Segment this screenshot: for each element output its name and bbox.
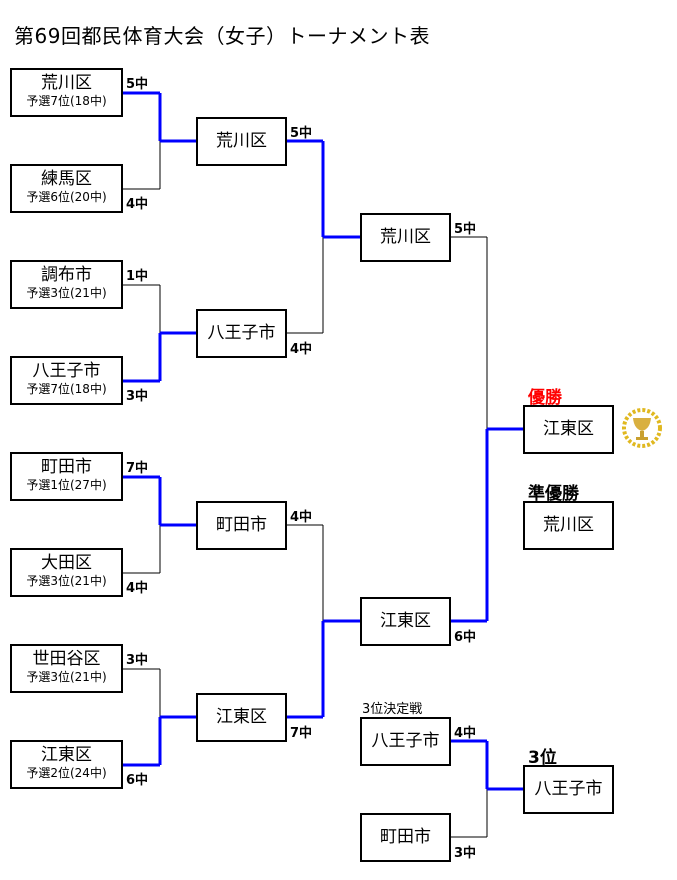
score: 1中 <box>126 269 149 284</box>
score: 3中 <box>126 653 149 668</box>
team-box: 荒川区 <box>196 117 287 166</box>
team-box: 練馬区予選6位(20中) <box>10 164 123 213</box>
score: 4中 <box>290 510 313 525</box>
team-box: 八王子市予選7位(18中) <box>10 356 123 405</box>
third-place-label: 3位 <box>528 748 557 768</box>
team-name: 練馬区 <box>41 169 92 189</box>
team-name: 荒川区 <box>41 73 92 93</box>
score: 4中 <box>290 342 313 357</box>
champion-label: 優勝 <box>528 388 562 408</box>
team-box: 世田谷区予選3位(21中) <box>10 644 123 693</box>
team-name: 大田区 <box>41 553 92 573</box>
team-box: 荒川区予選7位(18中) <box>10 68 123 117</box>
team-box: 調布市予選3位(21中) <box>10 260 123 309</box>
team-seed: 予選7位(18中) <box>26 94 107 108</box>
score: 3中 <box>454 846 477 861</box>
team-name: 江東区 <box>41 745 92 765</box>
score: 4中 <box>454 726 477 741</box>
team-name: 世田谷区 <box>32 649 101 669</box>
score: 5中 <box>290 126 313 141</box>
team-box: 江東区 <box>196 693 287 742</box>
runnerup-box: 荒川区 <box>523 501 614 550</box>
team-box: 大田区予選3位(21中) <box>10 548 123 597</box>
team-box: 八王子市 <box>360 717 451 766</box>
third-place-match-label: 3位決定戦 <box>362 702 423 717</box>
team-seed: 予選6位(20中) <box>26 190 107 204</box>
runnerup-label: 準優勝 <box>528 484 579 504</box>
team-box: 江東区 <box>360 597 451 646</box>
team-box: 町田市 <box>196 501 287 550</box>
team-seed: 予選3位(21中) <box>26 574 107 588</box>
team-seed: 予選2位(24中) <box>26 766 107 780</box>
page-title: 第69回都民体育大会（女子）トーナメント表 <box>14 24 430 48</box>
team-box: 江東区予選2位(24中) <box>10 740 123 789</box>
score: 5中 <box>454 222 477 237</box>
trophy-icon <box>622 408 662 448</box>
team-seed: 予選7位(18中) <box>26 382 107 396</box>
score: 4中 <box>126 197 149 212</box>
champion-box: 江東区 <box>523 405 614 454</box>
team-name: 調布市 <box>41 265 92 285</box>
score: 7中 <box>126 461 149 476</box>
team-box: 町田市予選1位(27中) <box>10 452 123 501</box>
team-name: 八王子市 <box>32 361 101 381</box>
team-box: 荒川区 <box>360 213 451 262</box>
score: 6中 <box>126 773 149 788</box>
team-name: 町田市 <box>41 457 92 477</box>
team-box: 町田市 <box>360 813 451 862</box>
score: 6中 <box>454 630 477 645</box>
team-box: 八王子市 <box>196 309 287 358</box>
team-seed: 予選1位(27中) <box>26 478 107 492</box>
team-seed: 予選3位(21中) <box>26 670 107 684</box>
score: 5中 <box>126 77 149 92</box>
third-place-box: 八王子市 <box>523 765 614 814</box>
team-seed: 予選3位(21中) <box>26 286 107 300</box>
score: 4中 <box>126 581 149 596</box>
score: 3中 <box>126 389 149 404</box>
score: 7中 <box>290 726 313 741</box>
